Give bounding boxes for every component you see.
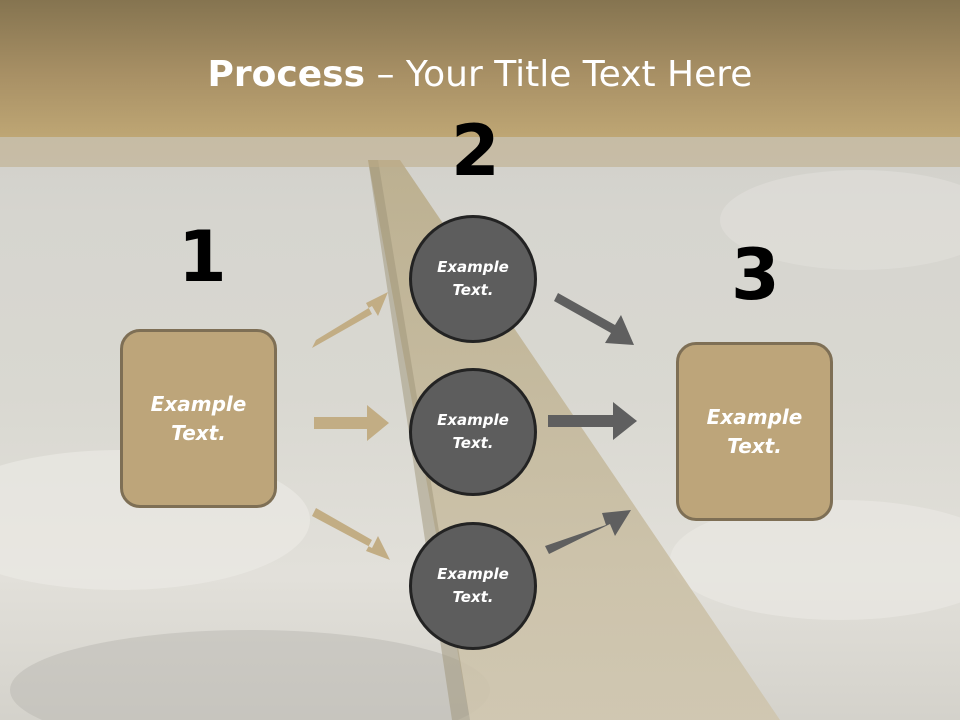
- step-3-box[interactable]: Example Text.: [676, 342, 833, 521]
- step-1-text-line2: Text.: [171, 420, 226, 445]
- circle-middle-line2: Text.: [452, 434, 494, 452]
- circle-bottom[interactable]: Example Text.: [409, 522, 537, 650]
- arrow-up-right-tan: [312, 292, 388, 348]
- step-3-text-line2: Text.: [727, 433, 782, 458]
- circle-middle-line1: Example: [437, 411, 509, 429]
- title-bold: Process: [207, 54, 366, 95]
- circle-top-line2: Text.: [452, 281, 494, 299]
- arrow-down-right-tan: [312, 508, 390, 560]
- arrow-down-right-gray: [554, 293, 634, 345]
- step-1-box[interactable]: Example Text.: [120, 329, 277, 508]
- circle-middle[interactable]: Example Text.: [409, 368, 537, 496]
- step-number-3: 3: [731, 234, 780, 316]
- title-rest: – Your Title Text Here: [365, 54, 753, 95]
- arrow-right-gray: [548, 402, 637, 440]
- step-3-text-line1: Example: [706, 404, 803, 429]
- circle-bottom-line1: Example: [437, 565, 509, 583]
- header-band: [0, 0, 960, 137]
- slide-title: Process – Your Title Text Here: [0, 54, 960, 95]
- step-number-1: 1: [178, 216, 227, 298]
- arrow-right-tan: [314, 405, 389, 441]
- header-strip: [0, 137, 960, 167]
- step-number-2: 2: [451, 110, 500, 192]
- circle-top-line1: Example: [437, 258, 509, 276]
- step-1-text-line1: Example: [150, 391, 247, 416]
- circle-bottom-line2: Text.: [452, 588, 494, 606]
- arrow-up-right-gray: [545, 510, 631, 554]
- circle-top[interactable]: Example Text.: [409, 215, 537, 343]
